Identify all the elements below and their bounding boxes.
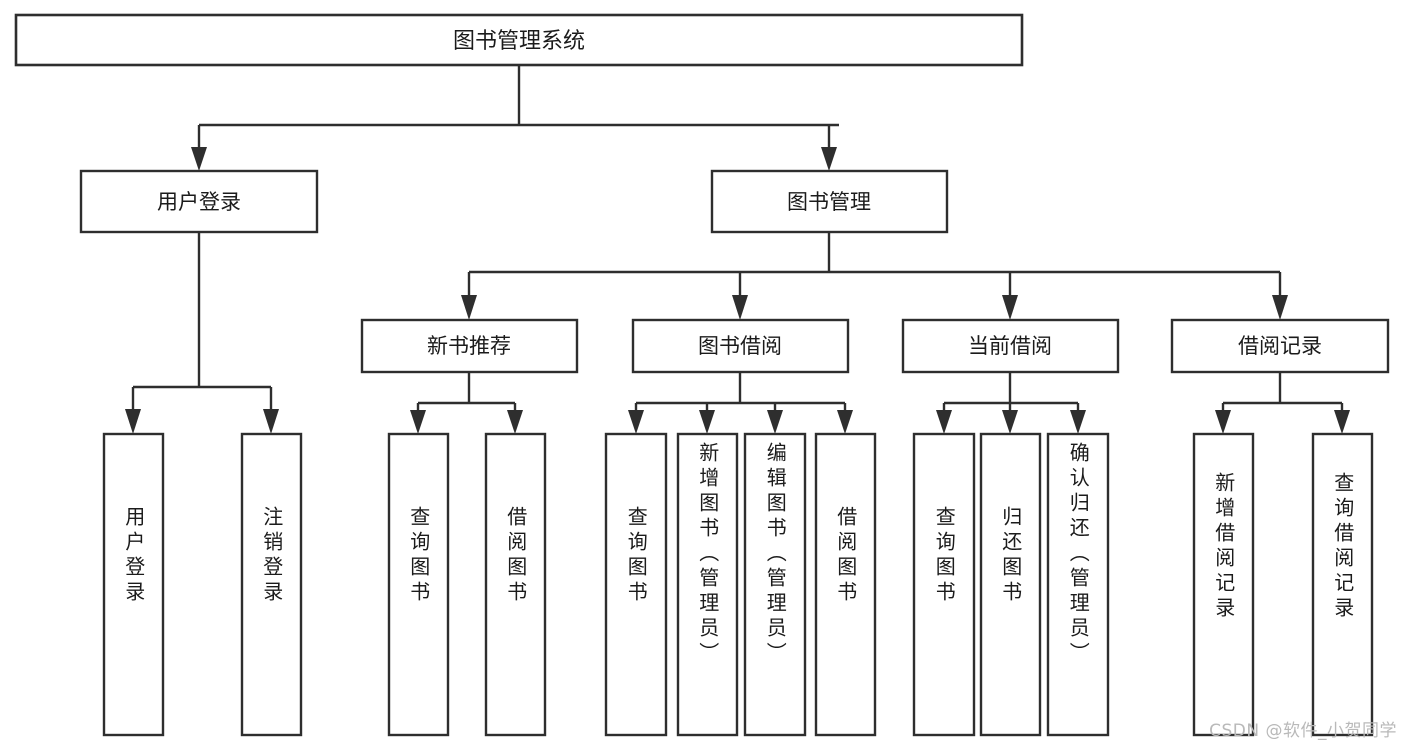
arrow-bm-c2	[732, 295, 748, 320]
arrow-bm-c3	[1002, 295, 1018, 320]
arrow-cb-l2	[1002, 410, 1018, 434]
arrow-bb-l3	[767, 410, 783, 434]
arrow-br-l1	[1215, 410, 1231, 434]
node-book-borrow-box[interactable]	[631, 318, 850, 374]
arrow-cb-l3	[1070, 410, 1086, 434]
arrow-bm-c4	[1272, 295, 1288, 320]
arrow-ul-leaf1	[125, 409, 141, 434]
node-leaf-borrow-book-2-box[interactable]	[814, 432, 877, 737]
arrow-ul-leaf2	[263, 409, 279, 434]
arrow-bm-c1	[461, 295, 477, 320]
connector-layer	[125, 65, 1350, 434]
node-leaf-add-record-box[interactable]	[1192, 432, 1255, 737]
node-leaf-user-login-box[interactable]	[102, 432, 165, 737]
node-leaf-query-book-1-box[interactable]	[387, 432, 450, 737]
node-borrow-record-box[interactable]	[1170, 318, 1390, 374]
node-leaf-query-book-2-box[interactable]	[604, 432, 668, 737]
arrow-cb-l1	[936, 410, 952, 434]
node-current-borrow-box[interactable]	[901, 318, 1120, 374]
node-leaf-add-book-box[interactable]	[676, 432, 739, 737]
node-leaf-query-book-3-box[interactable]	[912, 432, 976, 737]
node-borrow-record-label: 借阅记录	[1238, 334, 1322, 358]
arrow-to-book-manage	[821, 147, 837, 171]
arrow-nbr-l1	[410, 410, 426, 434]
arrow-bb-l4	[837, 410, 853, 434]
node-leaf-confirm-return-box[interactable]	[1046, 432, 1110, 737]
node-leaf-edit-book-box[interactable]	[743, 432, 807, 737]
node-root-box[interactable]	[14, 13, 1024, 67]
arrow-bb-l2	[699, 410, 715, 434]
node-root-label: 图书管理系统	[453, 29, 585, 54]
arrow-bb-l1	[628, 410, 644, 434]
node-leaf-user-logout-box[interactable]	[240, 432, 303, 737]
node-leaf-borrow-book-1-box[interactable]	[484, 432, 547, 737]
node-book-manage-box[interactable]	[710, 169, 949, 234]
arrow-nbr-l2	[507, 410, 523, 434]
arrow-to-user-login	[191, 147, 207, 171]
node-leaf-query-record-box[interactable]	[1311, 432, 1374, 737]
node-book-borrow-label: 图书借阅	[698, 334, 782, 358]
node-new-book-rec-box[interactable]	[360, 318, 579, 374]
arrow-br-l2	[1334, 410, 1350, 434]
watermark-text: CSDN @软件_小贺同学	[1209, 721, 1397, 741]
node-current-borrow-label: 当前借阅	[968, 334, 1052, 358]
node-user-login-box[interactable]	[79, 169, 319, 234]
node-user-login-label: 用户登录	[157, 190, 241, 214]
node-leaf-return-book-box[interactable]	[979, 432, 1042, 737]
node-book-manage-label: 图书管理	[787, 190, 871, 214]
node-layer: 图书管理系统 用户登录 图书管理 新书推荐 图书借阅 当前借阅 借阅记录	[14, 13, 1390, 737]
node-new-book-rec-label: 新书推荐	[427, 334, 511, 358]
